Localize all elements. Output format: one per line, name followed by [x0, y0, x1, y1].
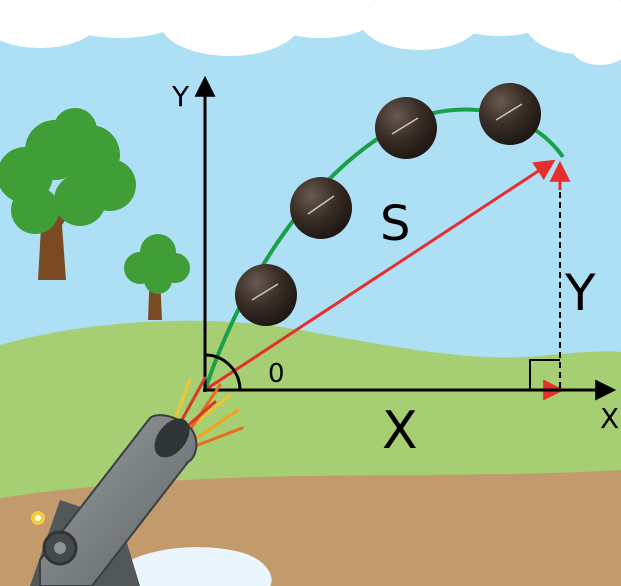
displacement-vector — [204, 159, 556, 392]
y-axis-label: Y — [171, 80, 190, 113]
right-angle-marker — [529, 359, 560, 390]
cannonball-icon — [375, 97, 437, 159]
cannonball-icon — [479, 83, 541, 145]
cloud-icon — [0, 0, 621, 65]
cannonball-icon — [235, 264, 297, 326]
horizontal-component-label: X — [382, 401, 418, 461]
cannonball-icon — [290, 177, 352, 239]
angle-arc — [204, 353, 242, 391]
tree-icon — [124, 234, 190, 320]
x-axis-label: X — [600, 402, 619, 435]
angle-label: 0 — [268, 359, 285, 389]
snow-patch — [100, 547, 272, 586]
fuse-spark-icon — [31, 511, 45, 525]
tree-icon — [0, 108, 136, 280]
vertical-component-label: Y — [564, 264, 596, 322]
cannon-icon — [30, 414, 198, 586]
displacement-label: S — [380, 196, 410, 252]
